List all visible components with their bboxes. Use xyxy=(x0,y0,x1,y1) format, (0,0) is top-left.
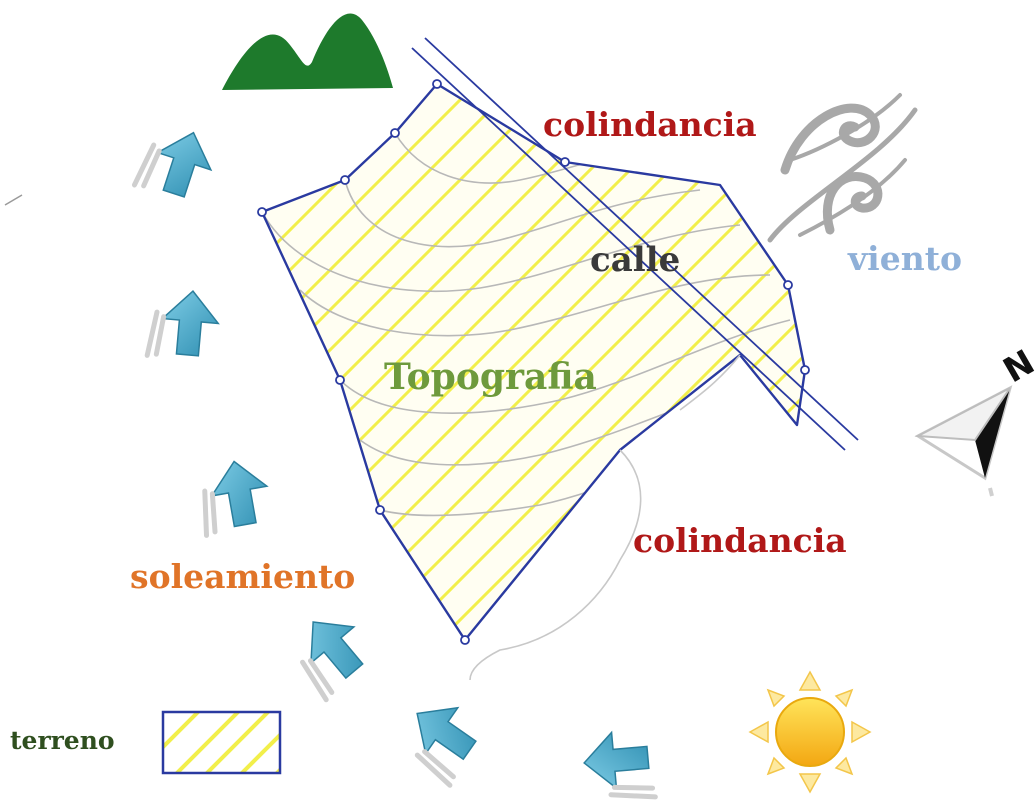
soleamiento-label: soleamiento xyxy=(130,557,356,596)
sun-icon xyxy=(748,670,872,794)
colindancia-bottom-label: colindancia xyxy=(633,521,847,560)
terrain-legend-swatch xyxy=(161,710,282,775)
topografia-label: Topografia xyxy=(384,356,597,398)
sun-path-arrow-icon xyxy=(582,729,656,803)
sun-path-arrow-icon xyxy=(283,604,379,700)
colindancia-top-label: colindancia xyxy=(543,105,757,144)
boundary-vertices xyxy=(257,79,810,645)
street-lines xyxy=(411,37,859,451)
wind-swirl-icon xyxy=(767,93,918,243)
sun-path-arrow-icon xyxy=(195,457,274,536)
adjacent-contour xyxy=(469,449,642,681)
calle-label: calle xyxy=(590,240,681,280)
svg-text:N: N xyxy=(997,342,1036,391)
sun-path-arrow-icon xyxy=(134,120,220,206)
north-arrow-icon: N xyxy=(914,342,1036,497)
sun-path-arrow-icon xyxy=(147,288,221,362)
terreno-legend-label: terreno xyxy=(10,726,115,755)
mountain-icon xyxy=(222,13,393,91)
sun-path-arrow-icon xyxy=(394,691,489,786)
viento-label: viento xyxy=(848,239,962,278)
